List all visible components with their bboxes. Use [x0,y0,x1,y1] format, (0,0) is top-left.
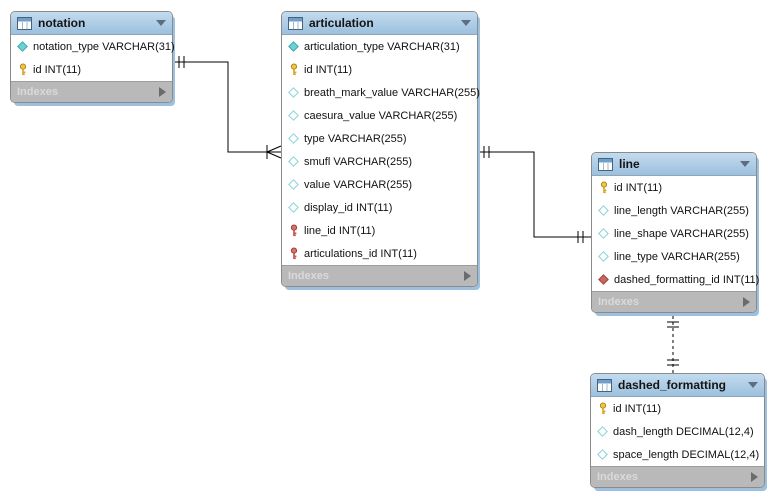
indexes-label: Indexes [597,471,638,483]
column-label: id INT(11) [614,181,663,194]
nullable-column-icon [287,133,300,144]
indexes-footer[interactable]: Indexes [592,291,756,312]
table-articulation-header[interactable]: articulation [282,12,477,35]
column-label: id INT(11) [33,63,82,76]
column-label: dash_length DECIMAL(12,4) [613,425,754,438]
collapse-triangle-icon[interactable] [461,20,471,26]
nullable-column-icon [287,156,300,167]
expand-arrow-icon[interactable] [751,472,758,482]
column-label: breath_mark_value VARCHAR(255) [304,86,480,99]
column-label: line_shape VARCHAR(255) [614,227,749,240]
column-label: id INT(11) [613,402,662,415]
table-row[interactable]: smufl VARCHAR(255) [282,150,477,173]
nullable-column-icon [596,426,609,437]
table-row[interactable]: line_type VARCHAR(255) [592,245,756,268]
table-row[interactable]: caesura_value VARCHAR(255) [282,104,477,127]
table-icon [598,157,613,171]
relationship-articulation-line[interactable] [478,146,591,243]
table-row[interactable]: articulation_type VARCHAR(31) [282,35,477,58]
column-label: id INT(11) [304,63,353,76]
table-row[interactable]: value VARCHAR(255) [282,173,477,196]
collapse-triangle-icon[interactable] [748,382,758,388]
table-row[interactable]: articulations_id INT(11) [282,242,477,265]
table-title: articulation [309,16,374,30]
expand-arrow-icon[interactable] [464,271,471,281]
indexes-footer[interactable]: Indexes [11,81,172,102]
nullable-column-icon [287,179,300,190]
column-label: line_length VARCHAR(255) [614,204,749,217]
nullable-column-icon [287,110,300,121]
table-dashed-formatting[interactable]: dashed_formatting id INT(11) dash_length… [590,373,765,488]
fk-diamond-icon [597,274,610,285]
column-label: articulations_id INT(11) [304,247,417,260]
column-label: dashed_formatting_id INT(11) [614,273,760,286]
table-row[interactable]: breath_mark_value VARCHAR(255) [282,81,480,104]
nullable-column-icon [597,205,610,216]
table-line[interactable]: line id INT(11) line_length VARCHAR(255)… [591,152,760,313]
table-line-header[interactable]: line [592,153,756,176]
table-row[interactable]: id INT(11) [282,58,477,81]
primary-key-icon [287,63,300,76]
foreign-key-icon [287,247,300,260]
column-label: caesura_value VARCHAR(255) [304,109,458,122]
column-label: line_type VARCHAR(255) [614,250,740,263]
table-row[interactable]: id INT(11) [591,397,764,420]
table-row[interactable]: line_length VARCHAR(255) [592,199,756,222]
expand-arrow-icon[interactable] [159,87,166,97]
table-row[interactable]: space_length DECIMAL(12,4) [591,443,764,466]
nullable-column-icon [596,449,609,460]
table-row[interactable]: line_shape VARCHAR(255) [592,222,756,245]
primary-key-icon [16,63,29,76]
table-icon [597,378,612,392]
table-row[interactable]: line_id INT(11) [282,219,477,242]
nullable-column-icon [597,228,610,239]
expand-arrow-icon[interactable] [743,297,750,307]
column-label: type VARCHAR(255) [304,132,407,145]
table-icon [17,16,32,30]
column-label: articulation_type VARCHAR(31) [304,40,460,53]
indexes-label: Indexes [288,270,329,282]
table-title: dashed_formatting [618,378,727,392]
column-label: smufl VARCHAR(255) [304,155,412,168]
table-row[interactable]: id INT(11) [592,176,756,199]
table-row[interactable]: id INT(11) [11,58,172,81]
table-row[interactable]: dashed_formatting_id INT(11) [592,268,760,291]
collapse-triangle-icon[interactable] [740,161,750,167]
primary-key-icon [596,402,609,415]
table-row[interactable]: display_id INT(11) [282,196,477,219]
primary-key-icon [597,181,610,194]
column-label: line_id INT(11) [304,224,376,237]
table-articulation[interactable]: articulation articulation_type VARCHAR(3… [281,11,480,287]
table-notation-header[interactable]: notation [11,12,172,35]
indexes-label: Indexes [17,86,58,98]
relationship-line-dashed-formatting[interactable] [667,316,679,373]
column-label: value VARCHAR(255) [304,178,413,191]
not-null-column-icon [16,41,29,52]
table-dashed-formatting-header[interactable]: dashed_formatting [591,374,764,397]
table-notation[interactable]: notation notation_type VARCHAR(31) id IN… [10,11,175,103]
table-title: line [619,157,640,171]
nullable-column-icon [597,251,610,262]
nullable-column-icon [287,87,300,98]
table-title: notation [38,16,86,30]
collapse-triangle-icon[interactable] [156,20,166,26]
relationship-notation-articulation[interactable] [173,56,282,159]
table-row[interactable]: notation_type VARCHAR(31) [11,35,175,58]
foreign-key-icon [287,224,300,237]
column-label: display_id INT(11) [304,201,393,214]
column-label: notation_type VARCHAR(31) [33,40,175,53]
indexes-label: Indexes [598,296,639,308]
not-null-column-icon [287,41,300,52]
indexes-footer[interactable]: Indexes [282,265,477,286]
indexes-footer[interactable]: Indexes [591,466,764,487]
table-row[interactable]: type VARCHAR(255) [282,127,477,150]
table-row[interactable]: dash_length DECIMAL(12,4) [591,420,764,443]
table-icon [288,16,303,30]
column-label: space_length DECIMAL(12,4) [613,448,760,461]
nullable-column-icon [287,202,300,213]
